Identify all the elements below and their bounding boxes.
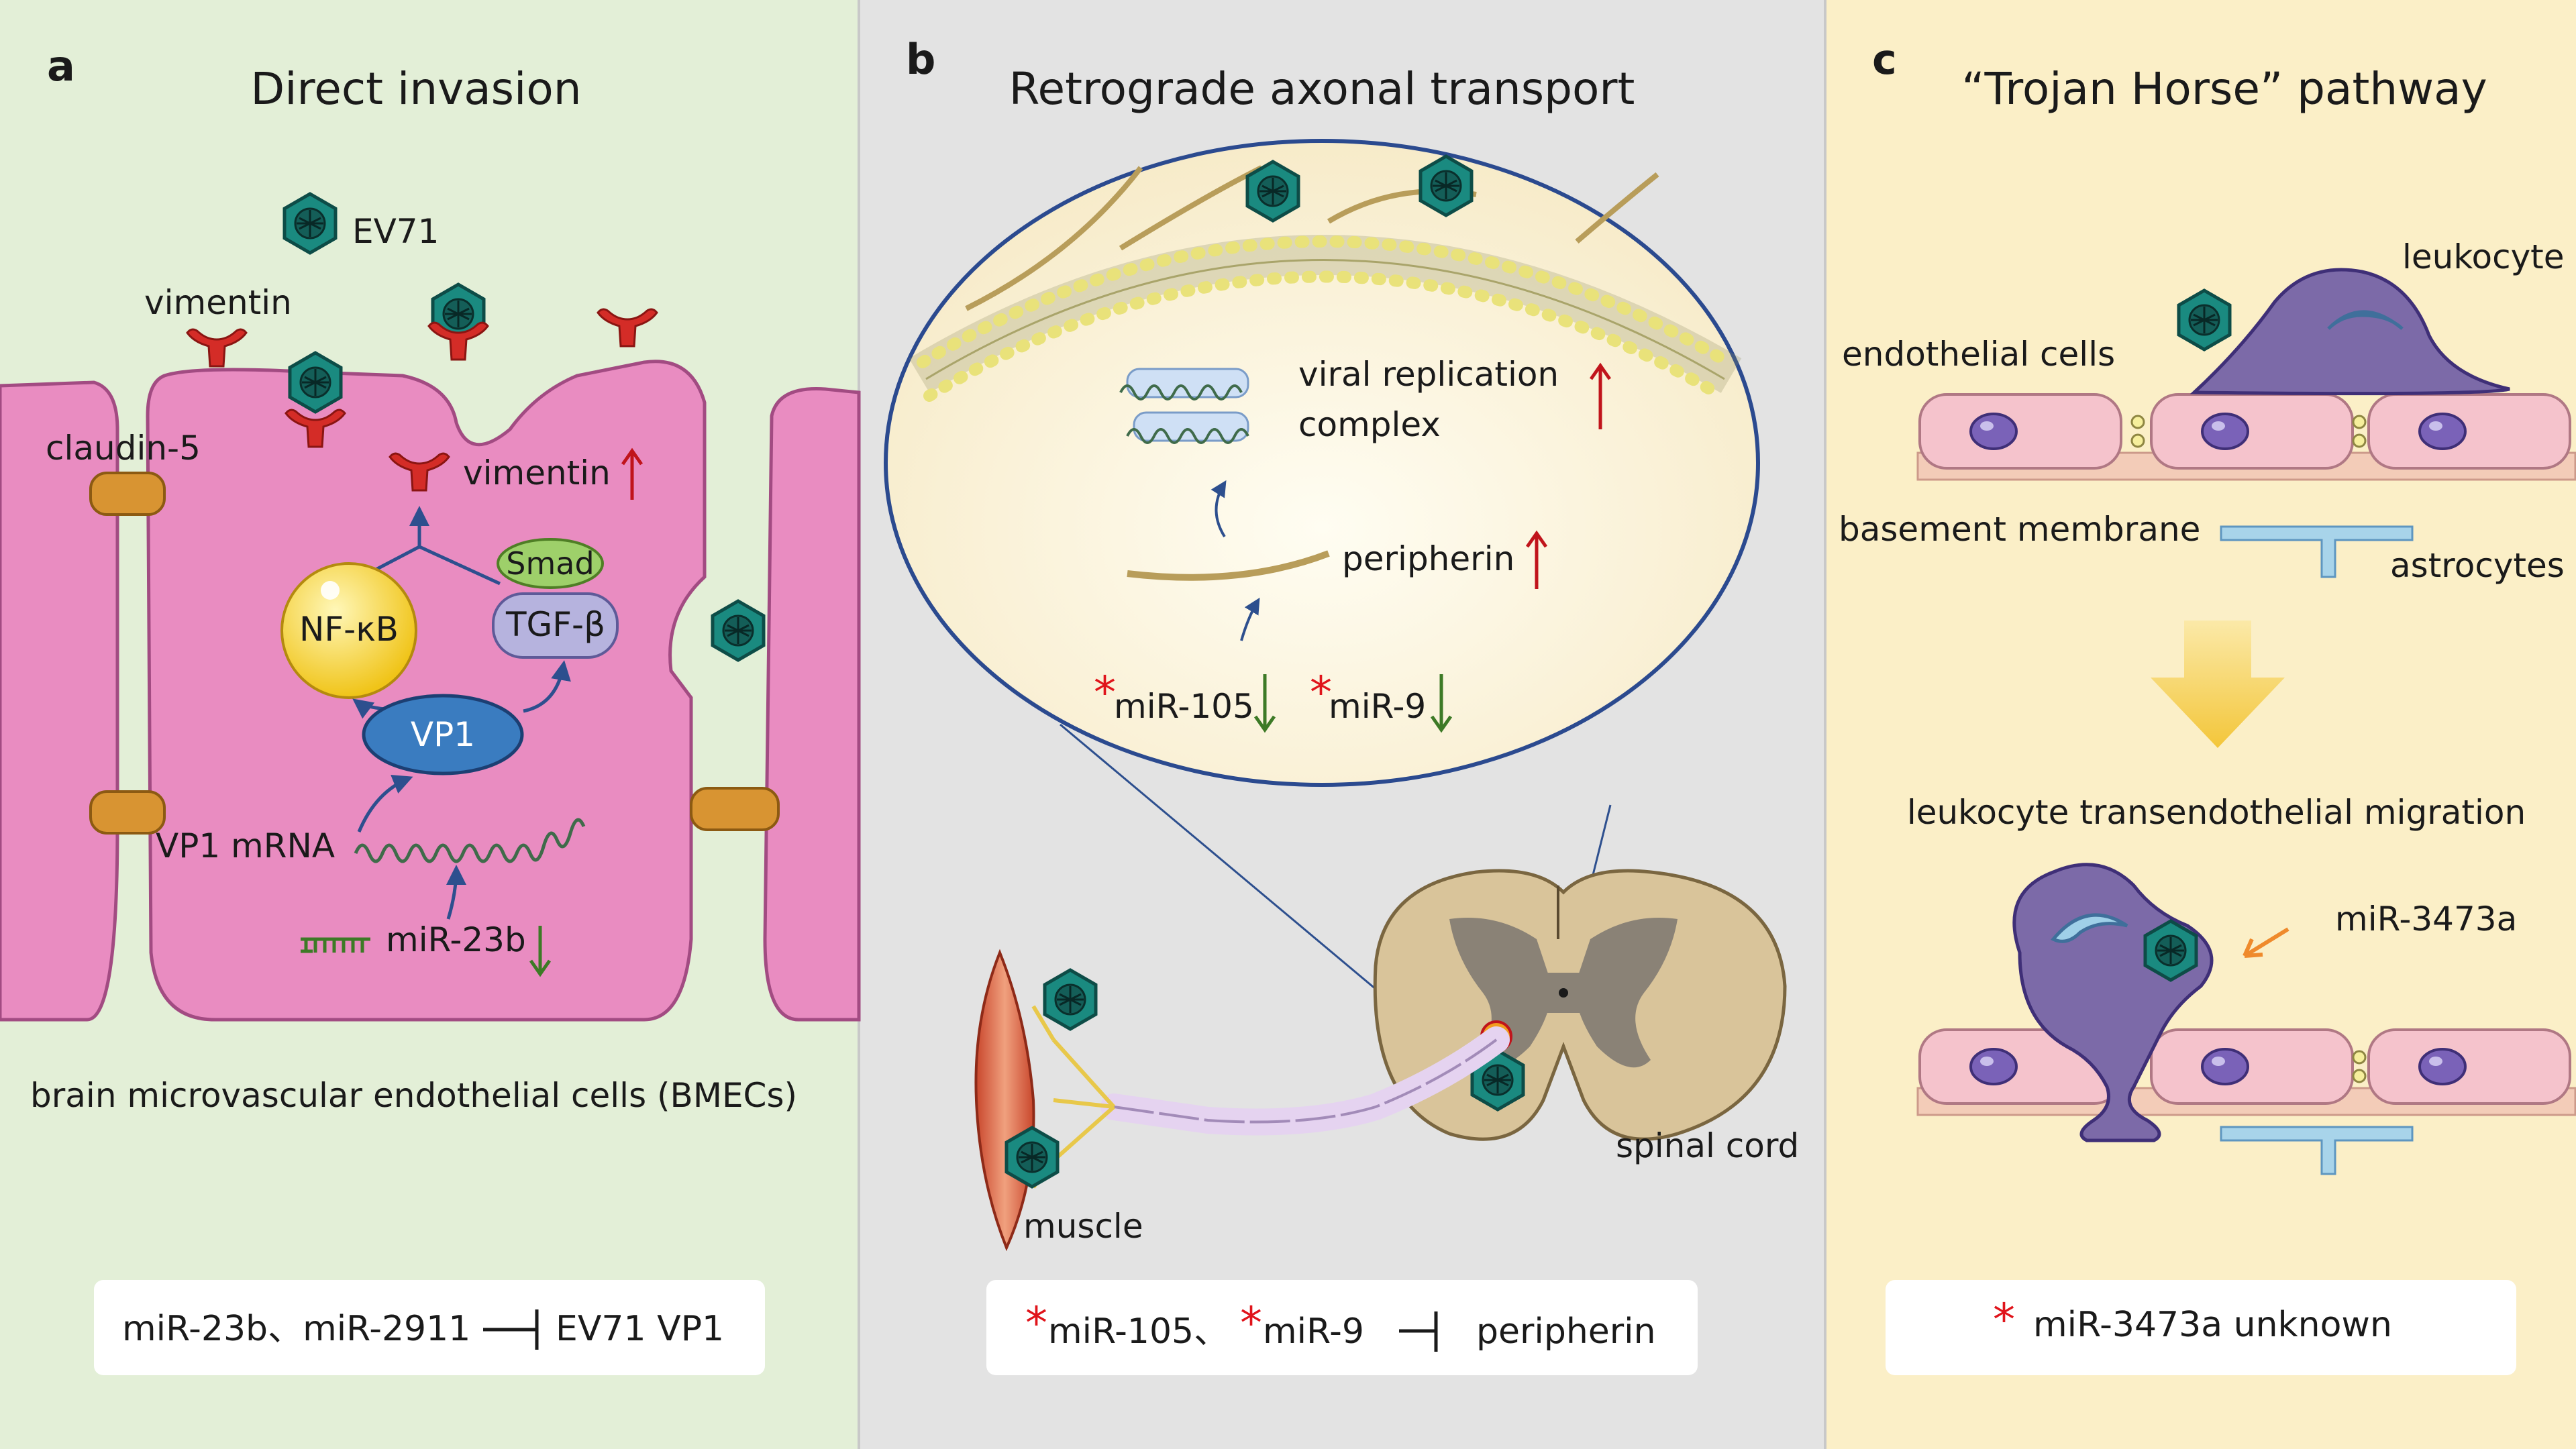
mir23b-label: miR-23b [386,920,526,959]
summary-b-mid: miR-9 [1263,1311,1364,1352]
summary-b-star-2: * [1240,1297,1262,1349]
endothelial-cell [1918,393,2122,470]
vimentin-up-label: vimentin [463,453,611,492]
down-process-arrow [2151,621,2285,748]
ev71-virus-icon [1045,970,1096,1029]
down-arrow-icon [1430,674,1453,733]
astrocytes-label: astrocytes [2390,546,2565,585]
summary-a-right: EV71 VP1 [556,1309,724,1349]
complex-label-2: complex [1298,405,1441,444]
astrocyte-top [2220,525,2414,578]
migration-label: leukocyte transendothelial migration [1907,793,2526,832]
up-arrow-icon [621,447,643,500]
vp1-mrna-label: VP1 mRNA [156,826,335,865]
vp1-shape [362,694,524,775]
vp1-label: VP1 [411,715,475,754]
panel-b-letter: b [906,35,935,84]
ev71-virus-icon [1421,156,1472,215]
orange-pointer-arrow [2243,927,2289,958]
vp1-mrna-squiggle [354,818,586,863]
peripherin-fiber [1127,550,1330,581]
basement-label: basement membrane [1839,510,2200,549]
replication-complex-icon [1119,368,1249,444]
main-bmec-cell [146,360,707,1022]
ev71-label: EV71 [352,212,439,251]
summary-c-text: miR-3473a unknown [2033,1305,2392,1345]
ev71-virus-icon [285,194,336,253]
bmec-caption: brain microvascular endothelial cells (B… [30,1076,797,1115]
endothelial-cell [2367,1028,2571,1105]
inhibit-icon [483,1309,539,1350]
nfkb-shape [280,562,417,699]
claudin-junction [690,787,780,831]
panel-b-title: Retrograde axonal transport [1009,63,1635,115]
nfkb-label: NF-κB [299,610,399,649]
summary-b-star: * [1025,1297,1047,1349]
cell-membrane [909,235,1742,393]
summary-b-right: peripherin [1476,1311,1656,1352]
down-arrow-icon [529,926,552,977]
ev71-virus-icon [2145,921,2196,980]
peripherin-label: peripherin [1342,539,1514,578]
mir105-label: miR-105 [1114,687,1254,726]
smad-label: Smad [506,545,594,582]
mir23b-icon [301,937,370,953]
claudin-junction [89,790,166,835]
spinal-cord-label: spinal cord [1616,1126,1799,1165]
summary-box-b [986,1280,1698,1375]
tgfb-label: TGF-β [505,605,605,644]
endothelial-label: endothelial cells [1842,335,2115,374]
ev71-virus-icon [2179,290,2230,350]
endothelial-cell [2150,1028,2354,1105]
up-arrow-icon [1589,362,1612,429]
ev71-virus-icon [290,353,341,412]
panel-a-title: Direct invasion [250,63,581,115]
astrocyte-bottom [2220,1126,2414,1175]
up-arrow-icon [1525,530,1548,589]
summary-c-star: * [1993,1294,2015,1346]
ev71-virus-icon [713,601,764,660]
endothelial-cell [2367,393,2571,470]
smad-shape [497,538,604,589]
right-cell [763,387,861,1022]
complex-label-1: viral replication [1298,355,1559,394]
down-arrow-icon [1253,674,1276,733]
summary-box-a [94,1280,765,1375]
panel-c-letter: c [1872,35,1897,84]
tgfb-shape [492,592,619,659]
leukocyte-label: leukocyte [2402,237,2565,276]
summary-box-c [1886,1280,2516,1375]
leukocyte-top [2189,268,2510,396]
claudin-junction [89,472,166,516]
endothelial-cell [2150,393,2354,470]
panel-a-letter: a [47,42,75,91]
summary-a-left: miR-23b、miR-2911 [122,1309,470,1349]
inhibit-icon [1399,1311,1438,1352]
mir9-star: * [1310,667,1332,718]
claudin-label: claudin-5 [46,429,201,468]
summary-b-left: miR-105、 [1048,1311,1229,1352]
zoom-oval [884,139,1760,787]
muscle-label: muscle [1023,1207,1143,1246]
ev71-virus-icon [1007,1128,1058,1187]
mir105-star: * [1094,667,1116,718]
mir9-label: miR-9 [1329,687,1426,726]
left-cell [0,380,119,1022]
panel-c-title: “Trojan Horse” pathway [1961,63,2487,115]
vimentin-top-label: vimentin [144,283,292,322]
mir3473-label: miR-3473a [2335,900,2517,938]
ev71-virus-icon [1247,162,1298,221]
